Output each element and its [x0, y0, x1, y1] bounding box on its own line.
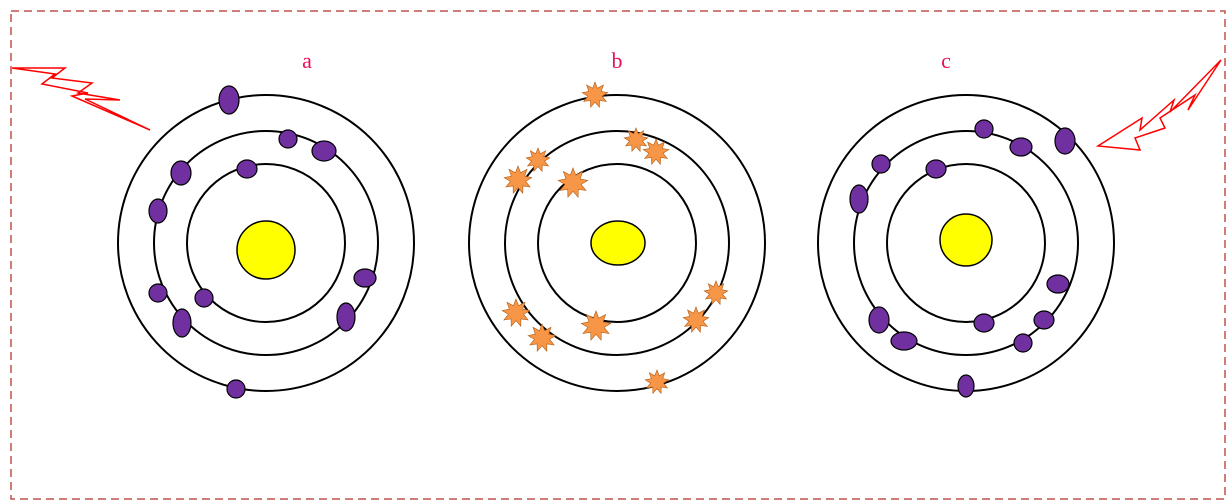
- orbit-inner: [886, 163, 1046, 323]
- excited-electron-icon: [580, 310, 612, 341]
- electron-icon: [1013, 333, 1033, 353]
- electron-icon: [148, 283, 168, 303]
- electron-icon: [957, 374, 975, 398]
- electron-icon: [194, 288, 214, 308]
- electrons: [148, 85, 377, 399]
- electron-icon: [1009, 137, 1033, 157]
- electron-icon: [973, 313, 995, 333]
- atom-a: a: [11, 48, 415, 399]
- electron-icon: [170, 160, 192, 186]
- electron-icon: [148, 198, 168, 224]
- excited-electron-icon: [642, 138, 670, 165]
- excited-electron-icon: [557, 167, 589, 198]
- electron-icon: [1054, 127, 1076, 155]
- excited-electrons: [501, 81, 729, 395]
- nucleus-icon: [939, 213, 993, 267]
- electron-icon: [218, 85, 240, 115]
- electron-icon: [236, 159, 258, 179]
- lightning-bolt-icon: [11, 67, 151, 131]
- atom-label-a: a: [302, 48, 312, 73]
- orbit-middle: [504, 130, 730, 356]
- atom-label-b: b: [612, 48, 623, 73]
- atom-label-c: c: [941, 48, 951, 73]
- electron-icon: [1046, 274, 1070, 294]
- excited-electron-icon: [501, 298, 531, 327]
- orbit-middle: [153, 130, 379, 356]
- electron-icon: [868, 306, 890, 334]
- electron-icon: [925, 159, 947, 179]
- orbit-outer: [117, 94, 415, 392]
- excited-electron-icon: [527, 323, 557, 352]
- excited-electron-icon: [503, 165, 533, 194]
- excited-electron-icon: [703, 280, 729, 306]
- atom-b: b: [468, 48, 766, 395]
- excited-electron-icon: [644, 369, 670, 395]
- orbit-inner: [186, 163, 346, 323]
- dashed-frame: [10, 10, 1226, 500]
- electron-icon: [311, 140, 337, 162]
- electron-icon: [336, 302, 356, 332]
- electron-icon: [890, 331, 918, 351]
- lightning-bolt-icon: [1095, 59, 1222, 151]
- electron-icon: [172, 308, 192, 338]
- excited-electron-icon: [525, 147, 551, 173]
- excited-electron-icon: [581, 81, 609, 108]
- nucleus-icon: [590, 220, 646, 266]
- electron-icon: [871, 154, 891, 174]
- excited-electron-icon: [682, 306, 710, 333]
- atom-c: c: [817, 48, 1222, 398]
- orbit-middle: [853, 130, 1079, 356]
- orbit-inner: [537, 163, 697, 323]
- electron-icon: [1033, 310, 1055, 330]
- electron-icon: [849, 184, 869, 214]
- electron-icon: [353, 268, 377, 288]
- electrons: [849, 119, 1076, 398]
- electron-icon: [226, 379, 246, 399]
- orbit-outer: [468, 94, 766, 392]
- excited-electron-icon: [623, 127, 649, 153]
- nucleus-icon: [236, 220, 296, 280]
- electron-icon: [278, 129, 298, 149]
- electron-icon: [974, 119, 994, 139]
